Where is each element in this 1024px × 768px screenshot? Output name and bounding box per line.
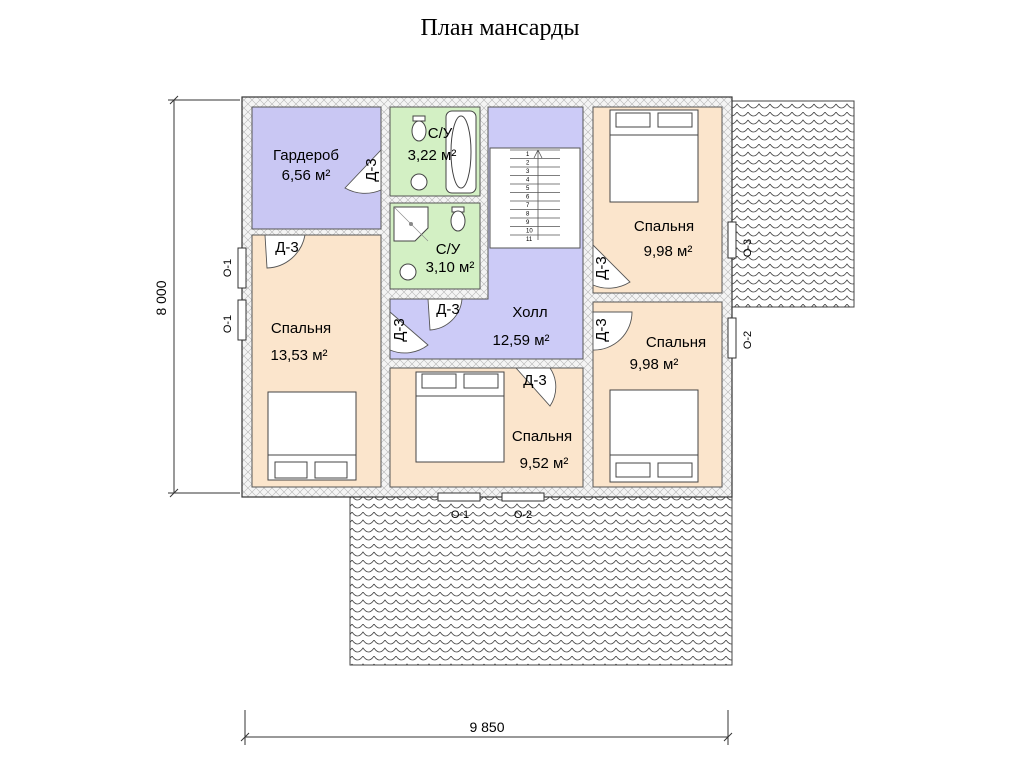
toilet-2	[450, 206, 466, 232]
dimension-height: 8 000	[153, 280, 169, 315]
stair-number: 10	[526, 229, 533, 235]
dimension-width: 9 850	[469, 719, 504, 735]
stair-number: 1	[526, 152, 530, 158]
room-wardrobe	[251, 106, 382, 230]
stair-number: 9	[526, 220, 530, 226]
window-label-bottom-1: О-1	[451, 509, 469, 521]
bathroom-2-area: 3,10 м²	[426, 259, 475, 276]
bed-bottom	[415, 371, 505, 463]
stair-number: 4	[526, 178, 530, 184]
door-label-bedroom-bottom: Д-3	[523, 372, 547, 389]
staircase: 1 2 3 4 5 6 7 8 9 10 11	[489, 147, 581, 249]
stair-number: 6	[526, 195, 530, 201]
door-label-wardrobe: Д-3	[363, 158, 380, 182]
bathroom-2-name: С/У	[436, 241, 461, 258]
hall-name: Холл	[512, 304, 547, 321]
sink-2	[399, 263, 417, 281]
door-label-bedroom-bottom-right: Д-3	[593, 318, 610, 342]
door-label-bedroom-top-right: Д-3	[593, 256, 610, 280]
wardrobe-name: Гардероб	[273, 147, 339, 164]
stair-number: 8	[526, 212, 530, 218]
door-label-bedroom-left: Д-3	[275, 239, 299, 256]
door-swings	[264, 148, 633, 407]
bedroom-top-right-name: Спальня	[634, 218, 694, 235]
wardrobe-area: 6,56 м²	[282, 167, 331, 184]
window-bottom-2	[501, 492, 545, 502]
stair-number: 7	[526, 203, 530, 209]
hall-area: 12,59 м²	[492, 332, 549, 349]
door-label-bathroom-2: Д-3	[436, 301, 460, 318]
bed-top-right	[609, 109, 699, 203]
window-left-2	[237, 299, 247, 341]
window-right-1	[727, 221, 737, 259]
roof-right	[731, 100, 855, 308]
window-right-2	[727, 317, 737, 359]
bedroom-bottom-right-name: Спальня	[646, 334, 706, 351]
shower	[393, 206, 429, 242]
bedroom-left-name: Спальня	[271, 320, 331, 337]
windows	[237, 221, 737, 502]
bedroom-bottom-name: Спальня	[512, 428, 572, 445]
plan-title: План мансарды	[421, 15, 580, 41]
window-label-left-1: О-1	[222, 259, 234, 277]
window-label-right-2: О-2	[742, 331, 754, 349]
bedroom-top-right-area: 9,98 м²	[644, 243, 693, 260]
bedroom-bottom-right-area: 9,98 м²	[630, 356, 679, 373]
window-label-left-2: О-1	[222, 315, 234, 333]
window-bottom-1	[437, 492, 481, 502]
roof-bottom	[349, 496, 733, 666]
stair-number: 3	[526, 169, 530, 175]
stair-number: 5	[526, 186, 530, 192]
sink-1	[410, 173, 428, 191]
bedroom-left-area: 13,53 м²	[270, 347, 327, 364]
stair-number: 11	[526, 237, 533, 243]
toilet-1	[411, 115, 427, 142]
bed-bottom-right	[609, 389, 699, 483]
bathtub	[445, 110, 477, 194]
stair-number: 2	[526, 161, 530, 167]
bed-left	[267, 391, 357, 481]
dimension-lines	[168, 95, 733, 745]
window-label-bottom-2: О-2	[514, 509, 532, 521]
window-left-1	[237, 247, 247, 289]
bathroom-1-name: С/У	[428, 125, 453, 142]
window-label-right-1: О-3	[742, 239, 754, 257]
bedroom-bottom-area: 9,52 м²	[520, 455, 569, 472]
door-label-hall-left: Д-3	[391, 318, 408, 342]
bathroom-1-area: 3,22 м²	[408, 147, 457, 164]
